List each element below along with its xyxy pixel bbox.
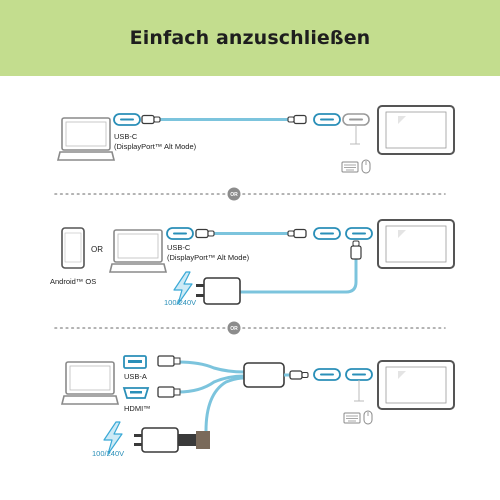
- usb-c-port-icon: [313, 368, 341, 381]
- usb-c-port-power-icon: [345, 227, 373, 240]
- pen-display-icon: [377, 360, 455, 410]
- laptop-icon: [57, 117, 115, 161]
- keyboard-icon: [341, 161, 359, 173]
- usb-c-plug-left-icon: [195, 228, 215, 239]
- usb-c-port-icon: [313, 113, 341, 126]
- power-voltage-label: 100/240V: [164, 298, 196, 307]
- section-3-usb-a-hdmi: USB-A HDMI™ 100/240V: [61, 355, 455, 458]
- section-2-usb-c-android: OR Android™ OS USB-C (DisplayPort™ Alt M…: [50, 219, 455, 307]
- port-label-usb-c: USB-C: [167, 243, 191, 252]
- usb-c-plug-right-icon: [287, 114, 307, 125]
- usb-c-plug-left-icon: [141, 114, 161, 125]
- pen-display-icon: [377, 219, 455, 269]
- or-badge: [227, 187, 241, 201]
- or-badge-label: OR: [230, 326, 238, 332]
- usb-c-port-secondary-icon: [345, 368, 373, 381]
- usb-a-cable: [177, 360, 245, 374]
- hdmi-label: HDMI™: [124, 404, 151, 413]
- laptop-icon: [109, 229, 167, 273]
- or-text: OR: [91, 245, 103, 254]
- power-cable: [240, 259, 358, 294]
- laptop-icon: [61, 361, 119, 405]
- power-cable: [204, 376, 245, 432]
- adapter-hub-icon: [243, 362, 285, 388]
- power-voltage-label: 100/240V: [92, 449, 124, 458]
- title-banner: Einfach anzuschließen: [0, 0, 500, 76]
- usb-a-plug-icon: [157, 355, 175, 367]
- section-1-usb-c: USB-C (DisplayPort™ Alt Mode): [57, 105, 455, 174]
- keyboard-icon: [343, 412, 361, 424]
- usb-c-plug-hub-icon: [289, 370, 309, 380]
- power-adapter-icon: [203, 277, 241, 305]
- mouse-icon: [363, 410, 373, 425]
- connection-diagram: USB-C (DisplayPort™ Alt Mode) OR OR Andr…: [50, 105, 455, 458]
- hdmi-cable: [177, 374, 245, 394]
- or-badge-label: OR: [230, 192, 238, 198]
- port-label-alt-mode: (DisplayPort™ Alt Mode): [167, 253, 250, 262]
- usb-c-port-icon: [113, 113, 141, 126]
- or-badge: [227, 321, 241, 335]
- port-label-usb-c: USB-C: [114, 132, 138, 141]
- mouse-icon: [361, 159, 371, 174]
- page-title: Einfach anzuschließen: [129, 27, 371, 49]
- android-os-label: Android™ OS: [50, 277, 96, 286]
- usb-a-label: USB-A: [124, 372, 147, 381]
- usb-c-plug-up-icon: [350, 245, 362, 260]
- hdmi-plug-icon: [157, 386, 175, 398]
- pen-display-icon: [377, 105, 455, 155]
- port-label-alt-mode: (DisplayPort™ Alt Mode): [114, 142, 197, 151]
- power-adapter-icon: [141, 427, 179, 453]
- usb-c-port-icon: [166, 227, 194, 240]
- usb-c-plug-right-icon: [287, 228, 307, 239]
- barrel-plug-icon: [196, 431, 210, 449]
- usb-c-port-icon: [313, 227, 341, 240]
